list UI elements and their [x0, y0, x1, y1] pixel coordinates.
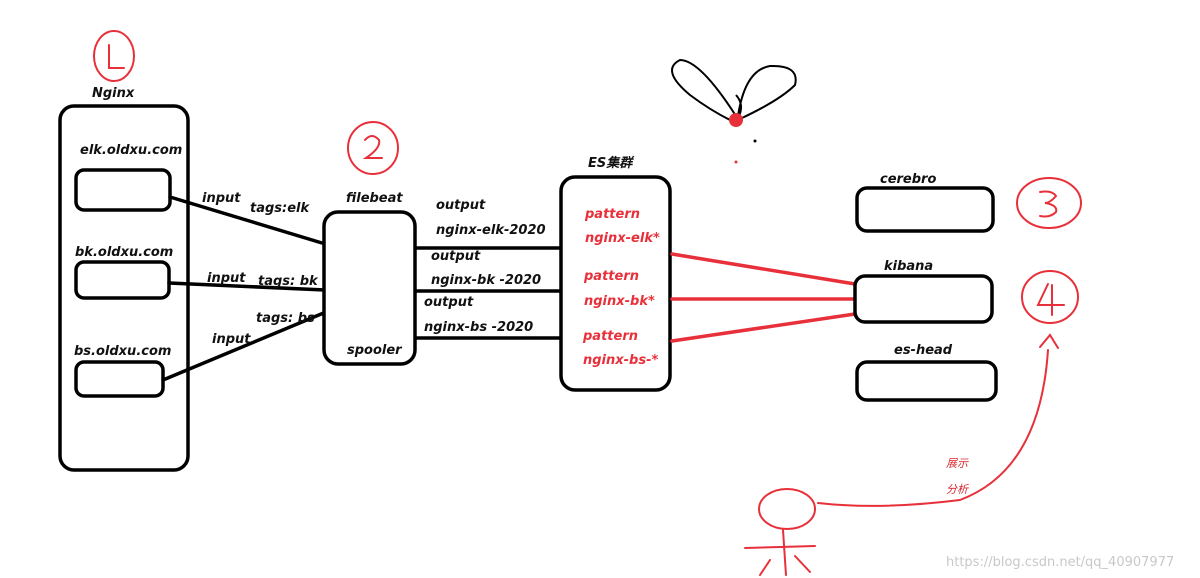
connector-es-elk-to-kibana	[670, 252, 857, 286]
step-2-mark	[347, 121, 399, 175]
domain-label-bk: bk.oldxu.com	[75, 245, 173, 260]
pattern-label-2: pattern	[583, 269, 639, 284]
output-label-3: output	[424, 295, 474, 310]
connector-bs-to-filebeat	[161, 310, 328, 382]
person-doodle	[744, 488, 816, 576]
filebeat-title: filebeat	[346, 191, 403, 206]
tool-box-cerebro	[855, 186, 995, 233]
tool-box-es-head	[855, 360, 998, 402]
pattern-value-bs: nginx-bs-*	[583, 353, 658, 368]
connector-elk-to-filebeat	[168, 195, 324, 245]
output-index-bk: nginx-bk -2020	[431, 273, 541, 288]
tag-label-elk: tags:elk	[250, 201, 311, 216]
butterfly-doodle	[671, 58, 797, 164]
domain-box-bs	[74, 360, 165, 398]
arrow-head	[1039, 333, 1059, 349]
input-label-2: input	[207, 271, 246, 286]
person-note-line2: 分析	[946, 483, 970, 496]
output-label-2: output	[431, 249, 481, 264]
filebeat-spooler-label: spooler	[347, 343, 403, 358]
connector-bk-to-filebeat	[167, 281, 327, 292]
nginx-title: Nginx	[92, 86, 135, 101]
domain-label-elk: elk.oldxu.com	[80, 143, 182, 158]
output-index-bs: nginx-bs -2020	[424, 320, 533, 335]
connector-es-bs-to-kibana	[670, 312, 857, 343]
flow-arrow-to-kibana	[817, 349, 1049, 507]
tag-label-bs: tags: bs	[256, 311, 315, 326]
output-index-elk: nginx-elk-2020	[436, 223, 546, 238]
domain-box-elk	[74, 168, 172, 212]
tool-label-kibana: kibana	[884, 259, 933, 274]
tool-box-kibana	[853, 274, 994, 324]
input-label-1: input	[202, 191, 241, 206]
output-label-1: output	[436, 198, 486, 213]
es-cluster-box	[559, 175, 672, 392]
pattern-value-elk: nginx-elk*	[585, 231, 660, 246]
domain-box-bk	[74, 260, 171, 300]
pattern-value-bk: nginx-bk*	[584, 294, 655, 309]
es-title: ES集群	[588, 155, 635, 171]
input-label-3: input	[212, 332, 251, 347]
person-note-line1: 展示	[946, 457, 969, 470]
step-4-mark	[1021, 270, 1079, 324]
domain-label-bs: bs.oldxu.com	[74, 344, 171, 359]
pattern-label-1: pattern	[584, 207, 640, 222]
step-1-mark	[93, 30, 135, 82]
step-3-mark	[1016, 177, 1082, 229]
watermark-text: https://blog.csdn.net/qq_40907977	[946, 555, 1174, 570]
tool-label-es-head: es-head	[894, 343, 953, 358]
pattern-label-3: pattern	[582, 329, 638, 344]
tool-label-cerebro: cerebro	[880, 172, 936, 187]
tag-label-bk: tags: bk	[258, 274, 319, 289]
filebeat-box	[322, 210, 417, 366]
